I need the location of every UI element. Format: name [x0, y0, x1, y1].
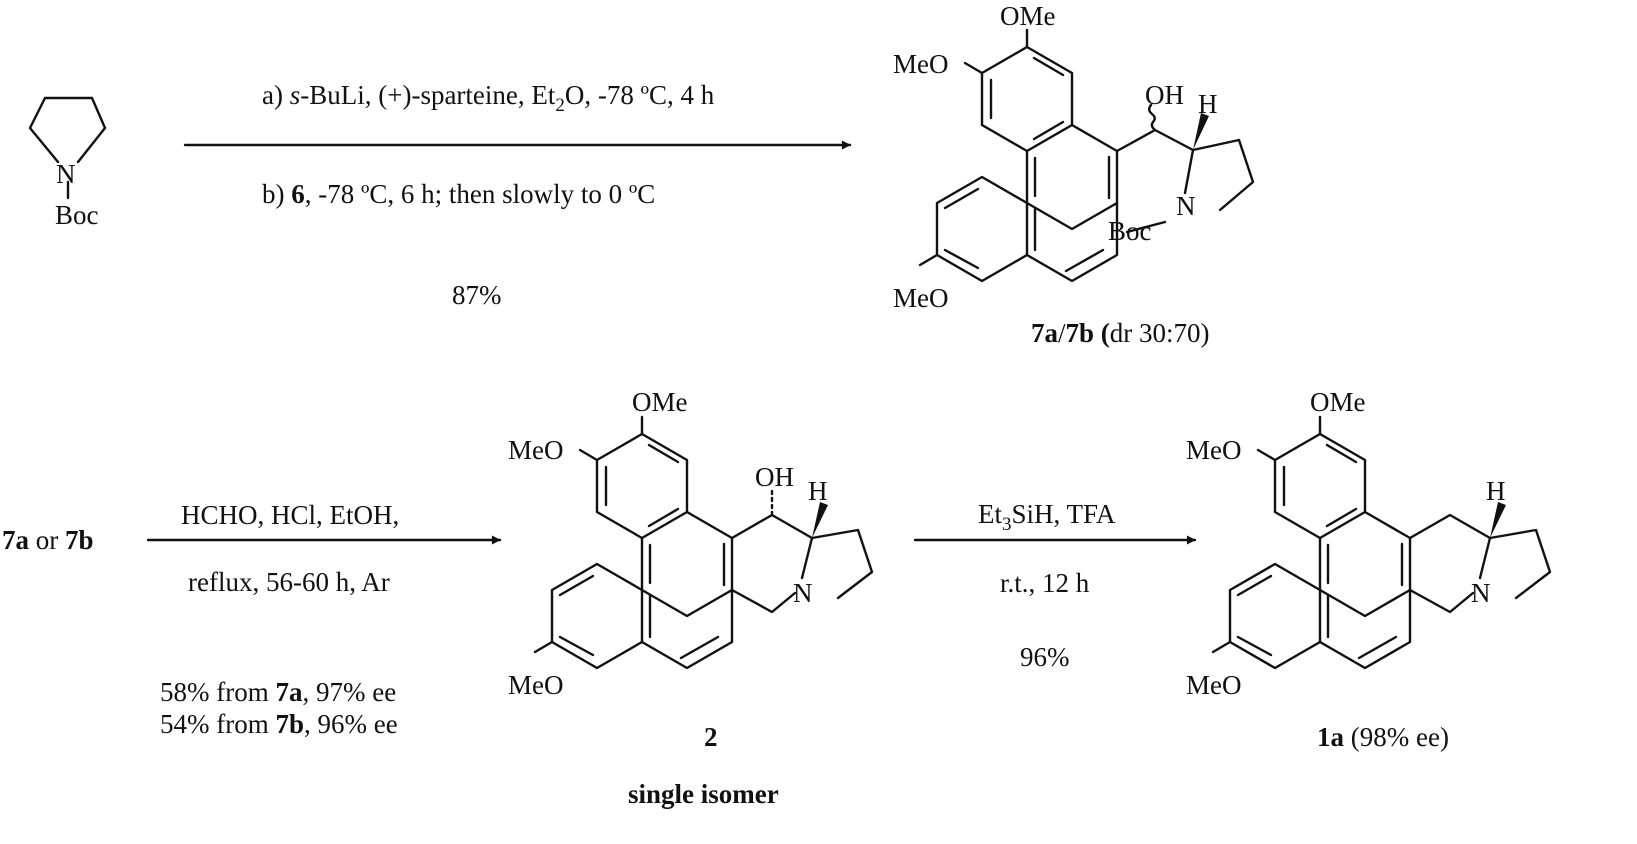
- 7ab-compound-label: 7a/7b (dr 30:70): [1031, 318, 1210, 348]
- step1-condition-b: b) 6, -78 ºC, 6 h; then slowly to 0 ºC: [262, 179, 655, 209]
- step2-condition-line1: HCHO, HCl, EtOH,: [181, 500, 399, 530]
- step1-conditions: a) s-BuLi, (+)-sparteine, Et2O, -78 ºC, …: [183, 80, 852, 310]
- 2-meo-top-label: MeO: [508, 435, 564, 465]
- 1a-n-label: N: [1471, 578, 1491, 608]
- step2-yield-7b: 54% from 7b, 96% ee: [160, 709, 398, 739]
- product-7a-7b: OMe MeO MeO OH H N Boc 7a/7b (dr 30:70): [893, 1, 1255, 348]
- 2-oh-label: OH: [755, 462, 794, 492]
- 1a-meo-bottom-label: MeO: [1186, 670, 1242, 700]
- 7ab-boc-label: Boc: [1108, 216, 1152, 246]
- step1-yield: 87%: [452, 280, 502, 310]
- 2-ome-label: OMe: [632, 387, 688, 417]
- step2-yield-7a: 58% from 7a, 97% ee: [160, 677, 396, 707]
- boc-label: Boc: [55, 200, 99, 230]
- 2-compound-label: 2: [704, 722, 718, 752]
- step3-condition-line2: r.t., 12 h: [1000, 568, 1090, 598]
- n-boc-pyrrolidine: N Boc: [28, 96, 107, 230]
- 1a-compound-label: 1a (98% ee): [1317, 722, 1449, 752]
- step2: 7a or 7b HCHO, HCl, EtOH, reflux, 56-60 …: [2, 500, 502, 739]
- 1a-ome-label: OMe: [1310, 387, 1366, 417]
- 7ab-meo-top-label: MeO: [893, 49, 949, 79]
- step3-yield: 96%: [1020, 642, 1070, 672]
- 2-isomer-note: single isomer: [628, 779, 779, 809]
- pyrrolidine-n-label: N: [56, 159, 76, 189]
- 7ab-oh-label: OH: [1145, 80, 1184, 110]
- product-1a: OMe MeO MeO H N 1a (98% ee): [1186, 387, 1552, 752]
- step2-starting-material: 7a or 7b: [2, 525, 94, 555]
- 1a-h-label: H: [1486, 476, 1506, 506]
- 7ab-meo-bottom-label: MeO: [893, 283, 949, 313]
- step3-condition-line1: Et3SiH, TFA: [978, 499, 1116, 535]
- 2-n-label: N: [793, 578, 813, 608]
- product-2: OMe MeO MeO OH H N 2 single isomer: [508, 387, 874, 809]
- 2-h-label: H: [808, 476, 828, 506]
- 7ab-h-label: H: [1198, 89, 1218, 119]
- 7ab-n-label: N: [1176, 191, 1196, 221]
- step1-condition-a: a) s-BuLi, (+)-sparteine, Et2O, -78 ºC, …: [262, 80, 715, 116]
- 2-meo-bottom-label: MeO: [508, 670, 564, 700]
- 1a-meo-top-label: MeO: [1186, 435, 1242, 465]
- step2-condition-line2: reflux, 56-60 h, Ar: [188, 567, 390, 597]
- 7ab-ome-label: OMe: [1000, 1, 1056, 31]
- step3: Et3SiH, TFA r.t., 12 h 96%: [913, 499, 1197, 672]
